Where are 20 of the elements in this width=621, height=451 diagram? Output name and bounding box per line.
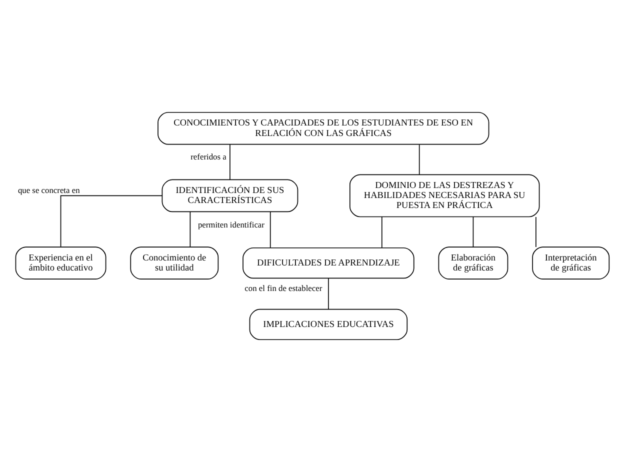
edge-label: que se concreta en — [18, 186, 80, 195]
connector — [190, 211, 191, 247]
connector — [418, 144, 420, 174]
node-box: Elaboración de gráficas — [438, 246, 508, 279]
connector — [270, 211, 271, 248]
connector — [472, 216, 474, 247]
node-box: IDENTIFICACIÓN DE SUS CARACTERÍSTICAS — [162, 178, 298, 212]
edge-label: permiten identificar — [198, 220, 264, 229]
connector — [381, 216, 382, 248]
node-box: DIFICULTADES DE APRENDIZAJE — [242, 246, 414, 278]
edge-label: con el fin de establecer — [244, 284, 322, 293]
node-box: Conocimiento de su utilidad — [130, 246, 219, 279]
node-box: DOMINIO DE LAS DESTREZAS Y HABILIDADES NECESARIAS PARA SU PUESTA EN PRÁCTICA — [349, 174, 540, 217]
node-box: Interpretación de gráficas — [532, 246, 610, 279]
node-box: Experiencia en el ámbito educativo — [15, 246, 106, 279]
node-box: CONOCIMIENTOS Y CAPACIDADES DE LOS ESTUDIANTES DE ESO EN RELACIÓN CON LAS GRÁFICAS — [158, 111, 490, 144]
connector — [328, 277, 329, 310]
edge-label: referidos a — [190, 152, 226, 162]
node-box: IMPLICACIONES EDUCATIVAS — [249, 308, 408, 340]
connector — [60, 194, 163, 247]
